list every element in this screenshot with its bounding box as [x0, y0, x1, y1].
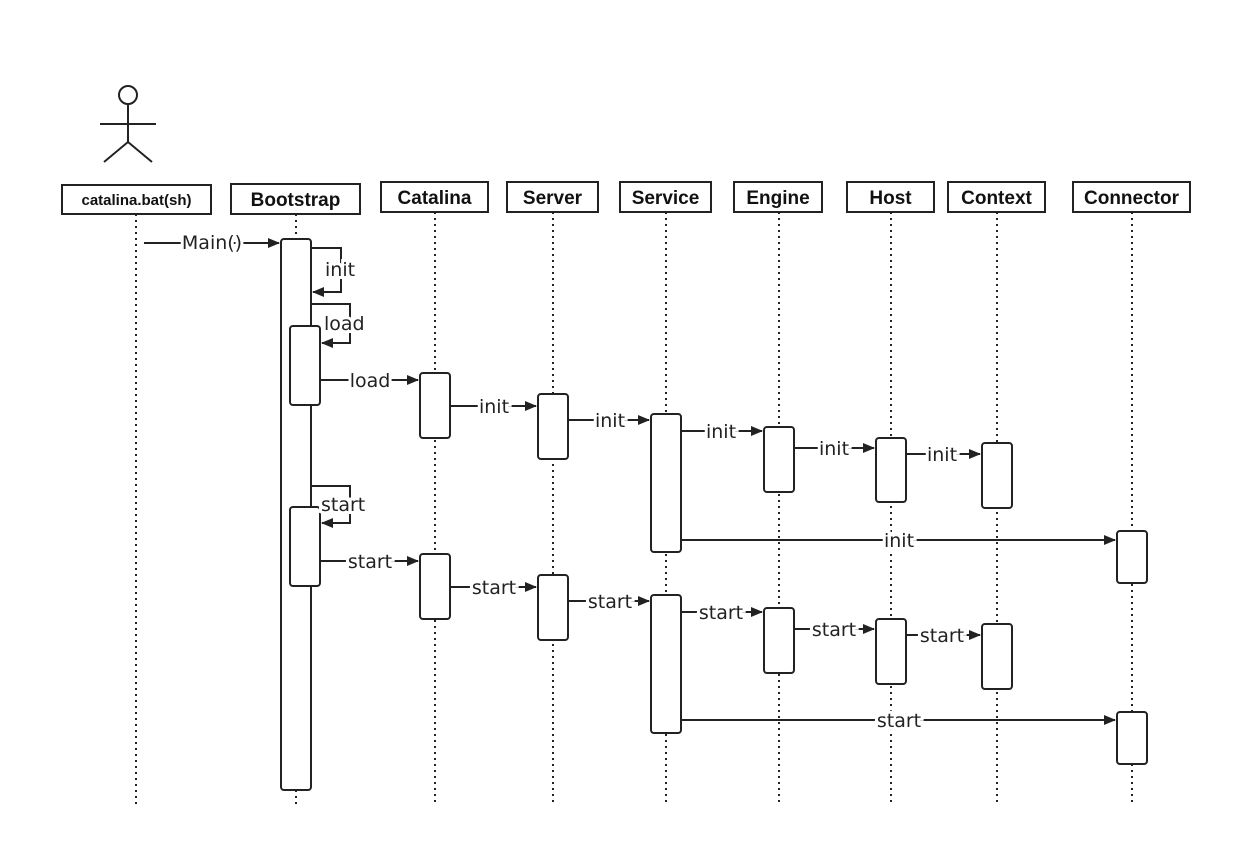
participant-engine: Engine — [733, 181, 823, 213]
msg-start-self-label: start — [321, 494, 365, 516]
participant-label: Context — [961, 188, 1032, 209]
activation-service-start — [650, 594, 682, 734]
msg-connector-init-label: init — [884, 530, 914, 552]
participant-service: Service — [619, 181, 712, 213]
activation-context-init — [981, 442, 1013, 509]
activation-service-init — [650, 413, 682, 553]
activation-bootstrap-start — [289, 506, 321, 587]
activation-server-init — [537, 393, 569, 460]
msg-service-init-label: init — [706, 421, 736, 443]
participant-label: Engine — [746, 188, 809, 209]
msg-host-init-label: init — [927, 444, 957, 466]
activation-context-start — [981, 623, 1013, 690]
msg-start-label: start — [348, 551, 392, 573]
participant-connector: Connector — [1072, 181, 1191, 213]
activation-engine-start — [763, 607, 795, 674]
msg-engine-init-label: init — [819, 438, 849, 460]
participant-label: Catalina — [398, 188, 472, 209]
participant-label: Service — [632, 188, 700, 209]
participant-catalina: Catalina — [380, 181, 489, 213]
msg-load-label: load — [350, 370, 391, 392]
activation-catalina-start — [419, 553, 451, 620]
activation-engine-init — [763, 426, 795, 493]
msg-load-self-label: load — [324, 313, 365, 335]
activation-connector-init — [1116, 530, 1148, 584]
activation-server-start — [537, 574, 569, 641]
participant-bootstrap: Bootstrap — [230, 183, 361, 215]
activation-host-init — [875, 437, 907, 503]
msg-engine-start-label: start — [812, 619, 856, 641]
actor-figure — [100, 85, 156, 163]
self-call-init — [311, 247, 342, 297]
msg-server-start-label: start — [588, 591, 632, 613]
activation-host-start — [875, 618, 907, 685]
self-call-start — [311, 485, 351, 528]
participant-label: Connector — [1084, 188, 1180, 209]
participant-server: Server — [506, 181, 599, 213]
msg-catalina-init-label: init — [479, 396, 509, 418]
msg-connector-start-label: start — [877, 710, 921, 732]
activation-bootstrap-load — [289, 325, 321, 406]
msg-server-init-label: init — [595, 410, 625, 432]
msg-service-start-label: start — [699, 602, 743, 624]
msg-host-start-label: start — [920, 625, 964, 647]
participant-label: Bootstrap — [251, 190, 341, 211]
activation-connector-start — [1116, 711, 1148, 765]
msg-init-self-label: init — [325, 259, 355, 281]
participant-label: Server — [523, 188, 583, 209]
participant-label: Host — [869, 188, 912, 209]
participant-context: Context — [947, 181, 1046, 213]
participant-host: Host — [846, 181, 935, 213]
activation-catalina-load — [419, 372, 451, 439]
self-call-load — [311, 303, 351, 348]
actor-label: catalina.bat(sh) — [81, 192, 191, 209]
actor-header: catalina.bat(sh) — [61, 184, 212, 215]
msg-catalina-start-label: start — [472, 577, 516, 599]
msg-main-label: Main() — [182, 232, 242, 254]
